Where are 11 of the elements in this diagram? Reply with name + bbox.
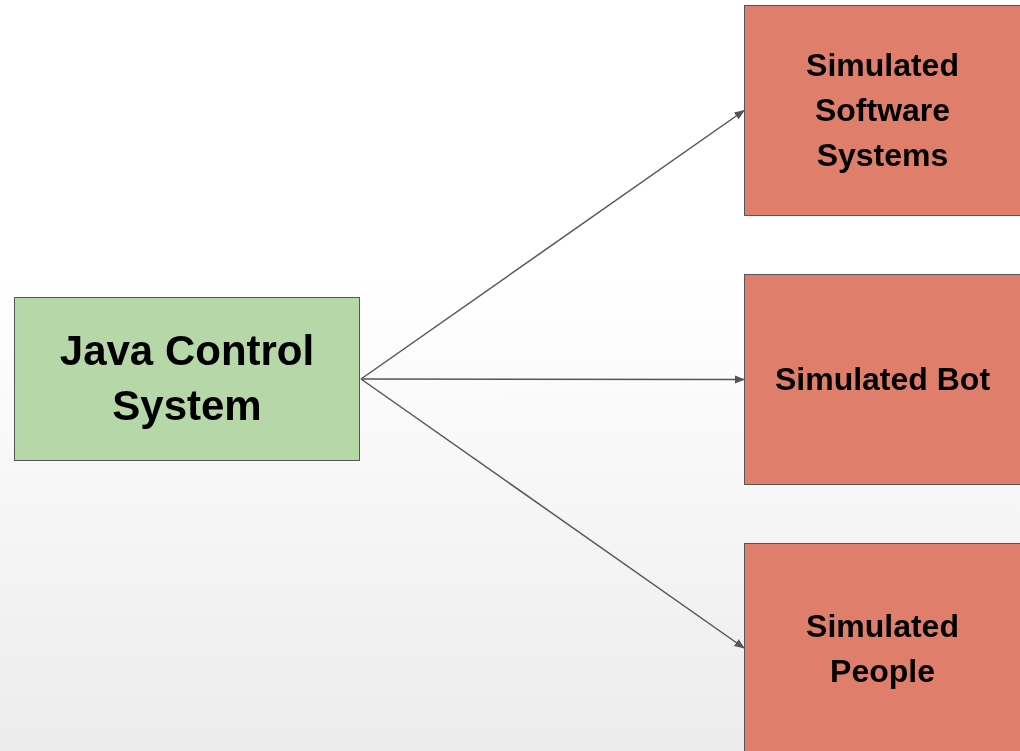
arrow [360, 375, 746, 384]
target-box [744, 543, 1020, 751]
node-label: Simulated Bot [773, 360, 992, 400]
target-box [744, 5, 1020, 216]
node-label: Simulated People [805, 606, 960, 691]
node-label: Simulated Software Systems [805, 46, 960, 175]
arrow [360, 378, 745, 649]
arrow [360, 109, 745, 380]
node-label: Java Control System [58, 326, 316, 431]
target-box [744, 274, 1020, 485]
process-box [14, 297, 360, 461]
